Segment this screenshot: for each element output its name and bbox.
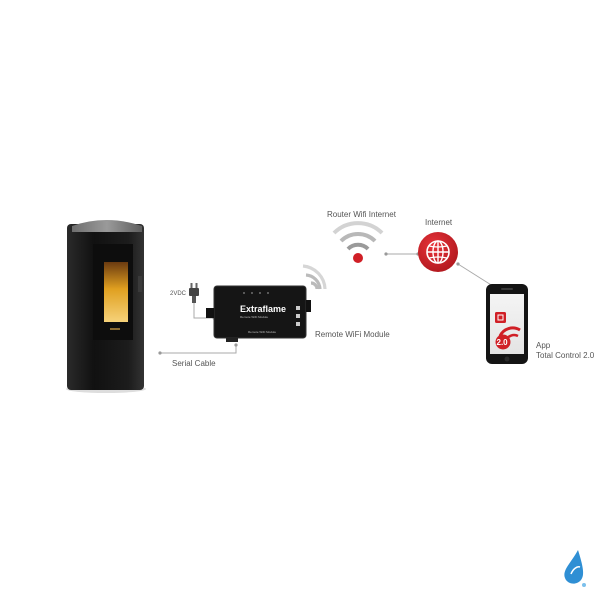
wifi-small-icon — [302, 264, 327, 290]
app-name-label: Total Control 2.0 — [536, 351, 595, 360]
app-label: App — [536, 341, 551, 350]
dot-router — [384, 252, 388, 256]
app-badge-text: 2.0 — [497, 338, 509, 347]
router-dot — [353, 253, 363, 263]
dot-serial-end — [234, 343, 238, 347]
smartphone: 2.0 — [486, 284, 528, 364]
internet-label: Internet — [425, 218, 453, 227]
phone-home-button — [504, 356, 510, 362]
router-label: Router Wifi Internet — [327, 210, 396, 219]
dot-internet-right — [456, 262, 460, 266]
voltage-label: 2VDC — [170, 291, 187, 297]
dot-serial-start — [158, 351, 162, 355]
module-brand: Extraflame — [240, 304, 286, 314]
stove-top — [72, 220, 142, 232]
wifi-icon — [332, 221, 384, 263]
wifi-module: Extraflame Remote WiFi Module Remote WiF… — [206, 285, 311, 342]
plug-icon — [189, 283, 199, 303]
module-tab-left — [206, 308, 214, 318]
module-body — [214, 286, 306, 338]
water-drop-logo — [564, 550, 586, 587]
module-leds — [243, 292, 269, 294]
app-badge — [495, 334, 511, 350]
app-square-icon — [495, 312, 506, 323]
stove-glass — [104, 262, 128, 322]
internet-phone-line — [457, 263, 497, 289]
module-tab-right — [306, 300, 311, 312]
serial-cable-label: Serial Cable — [172, 359, 216, 368]
app-wave-1 — [498, 326, 521, 337]
serial-cable-line — [160, 345, 237, 354]
connector-lines — [160, 253, 497, 354]
module-fine-print: Remote WiFi Module — [240, 315, 268, 319]
pellet-stove — [66, 220, 146, 393]
stove-badge — [110, 328, 120, 330]
phone-speaker — [501, 288, 513, 290]
stove-handle — [138, 276, 142, 292]
module-label: Remote WiFi Module — [315, 330, 390, 339]
module-bottom-text: Remote WiFi Module — [248, 330, 276, 334]
module-serial-port — [226, 338, 238, 342]
globe-icon — [418, 232, 458, 272]
connector-dots — [158, 252, 498, 355]
module-symbols — [296, 306, 300, 326]
